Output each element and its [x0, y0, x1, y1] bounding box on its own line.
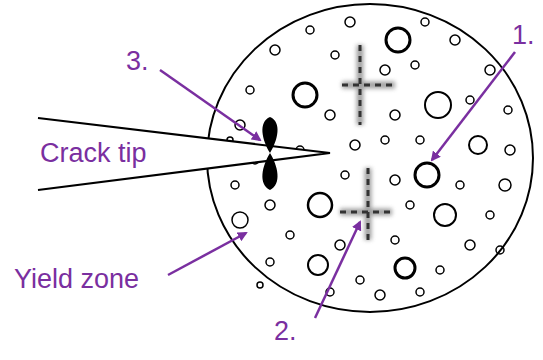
- void-particle: [499, 179, 511, 191]
- shear-band-crosses: [340, 45, 395, 240]
- plastic-zone-lobes: [262, 117, 277, 190]
- void-particle: [308, 193, 332, 217]
- void-particle: [416, 136, 424, 144]
- crack-tip-label: Crack tip: [40, 140, 147, 167]
- void-particle: [415, 163, 439, 187]
- void-particle: [270, 45, 280, 55]
- void-particle: [246, 86, 254, 94]
- void-particle: [469, 136, 487, 154]
- void-particle: [465, 240, 475, 250]
- void-particle: [232, 212, 248, 228]
- void-particle: [266, 258, 274, 266]
- void-particle: [395, 258, 415, 278]
- yield-zone-label: Yield zone: [14, 266, 139, 293]
- void-particle: [345, 17, 355, 27]
- void-particle: [350, 140, 360, 150]
- void-particle: [485, 65, 495, 75]
- void-particle: [496, 246, 504, 254]
- callout-number: 3.: [126, 48, 149, 75]
- void-particle: [390, 110, 400, 120]
- void-particle: [450, 35, 460, 45]
- void-particle: [406, 201, 414, 209]
- void-particles: [227, 17, 515, 300]
- void-particle: [434, 204, 456, 226]
- leader-arrows: [160, 52, 515, 318]
- void-particle: [456, 181, 464, 189]
- void-particle: [416, 288, 424, 296]
- void-particle: [257, 282, 263, 288]
- void-particle: [411, 61, 419, 69]
- void-particle: [293, 83, 317, 107]
- void-particle: [356, 276, 364, 284]
- void-particle: [425, 92, 451, 118]
- void-particle: [421, 18, 429, 26]
- void-particle: [335, 240, 345, 250]
- void-particle: [381, 136, 389, 144]
- void-particle: [505, 145, 515, 155]
- void-particle: [331, 51, 339, 59]
- void-particle: [386, 28, 410, 52]
- void-particle: [265, 200, 275, 210]
- void-particle: [466, 96, 474, 104]
- void-particle: [325, 110, 335, 120]
- void-particle: [486, 211, 494, 219]
- void-particle: [308, 255, 328, 275]
- void-particle: [436, 266, 444, 274]
- void-particle: [390, 175, 400, 185]
- void-particle: [380, 65, 390, 75]
- void-particle: [504, 106, 512, 114]
- void-particle: [286, 231, 294, 239]
- crack-wedge: [38, 118, 330, 190]
- callout-number: 1.: [512, 22, 535, 49]
- void-particle: [375, 290, 385, 300]
- void-particle: [231, 181, 239, 189]
- void-particle: [341, 171, 349, 179]
- void-particle: [306, 26, 314, 34]
- callout-number: 2.: [274, 318, 297, 345]
- void-particle: [391, 236, 399, 244]
